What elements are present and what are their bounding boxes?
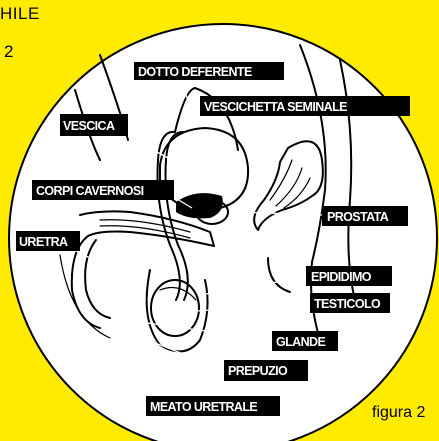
label-meato-uretrale-text: MEATO URETRALE	[150, 400, 257, 414]
label-dotto-deferente-text: DOTTO DEFERENTE	[138, 65, 252, 79]
label-uretra-text: URETRA	[19, 235, 68, 249]
label-vescica-text: VESCICA	[63, 119, 115, 133]
label-prepuzio: PREPUZIO	[224, 360, 308, 381]
label-dotto-deferente: DOTTO DEFERENTE	[134, 62, 284, 80]
label-glande-text: GLANDE	[276, 335, 325, 349]
label-prepuzio-text: PREPUZIO	[228, 364, 288, 378]
label-testicolo: TESTICOLO	[310, 293, 390, 313]
label-epididimo: EPIDIDIMO	[306, 266, 392, 286]
label-meato-uretrale: MEATO URETRALE	[146, 396, 280, 416]
label-epididimo-text: EPIDIDIMO	[311, 270, 372, 284]
figure-caption: figura 2	[372, 404, 425, 422]
label-prostata: PROSTATA	[322, 206, 408, 226]
label-glande: GLANDE	[272, 331, 338, 351]
label-corpi-cavernosi: CORPI CAVERNOSI	[32, 180, 174, 200]
label-prostata-text: PROSTATA	[327, 210, 389, 224]
label-vescichetta-seminale-text: VESCICHETTA SEMINALE	[204, 100, 347, 114]
label-vescica: VESCICA	[60, 114, 128, 136]
label-vescichetta-seminale: VESCICHETTA SEMINALE	[200, 96, 410, 116]
label-corpi-cavernosi-text: CORPI CAVERNOSI	[36, 184, 144, 198]
label-uretra: URETRA	[16, 231, 80, 251]
label-testicolo-text: TESTICOLO	[314, 297, 381, 311]
